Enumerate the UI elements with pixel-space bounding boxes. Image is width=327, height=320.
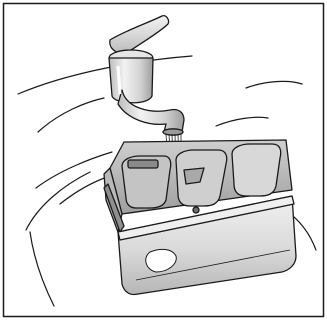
faucet-body [109,58,153,103]
prewash-grille [128,160,158,168]
siphon-cap [193,207,199,213]
compartment-softener [232,144,281,196]
